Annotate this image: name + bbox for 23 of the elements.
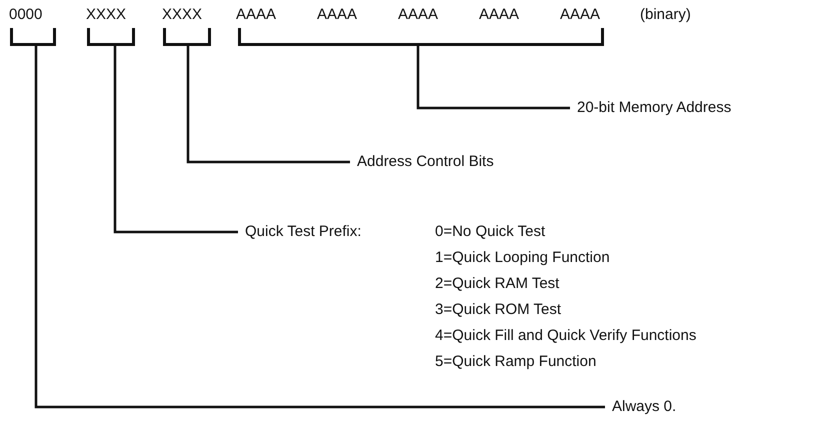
field-description: Always 0. <box>612 398 676 415</box>
bit-pattern: XXXX <box>162 6 202 24</box>
option-text: 4=Quick Fill and Quick Verify Functions <box>435 327 696 345</box>
field-description: Quick Test Prefix: <box>245 223 362 241</box>
field-description: 20-bit Memory Address <box>577 99 732 116</box>
bit-pattern: AAAA <box>560 6 600 24</box>
bit-pattern: XXXX <box>86 6 126 24</box>
leader-line <box>416 46 570 110</box>
option-text: 5=Quick Ramp Function <box>435 353 596 371</box>
leader-line <box>34 46 605 408</box>
bit-pattern: AAAA <box>236 6 276 24</box>
bit-pattern: AAAA <box>398 6 438 24</box>
option-text: 2=Quick RAM Test <box>435 275 560 293</box>
option-text: 3=Quick ROM Test <box>435 301 562 319</box>
bit-pattern: 0000 <box>9 6 42 24</box>
number-base-note: (binary) <box>640 6 691 24</box>
leader-line <box>114 46 238 234</box>
option-text: 0=No Quick Test <box>435 223 546 241</box>
option-text: 1=Quick Looping Function <box>435 249 610 267</box>
bit-pattern: AAAA <box>317 6 358 24</box>
leader-line <box>186 46 350 164</box>
field-description: Address Control Bits <box>357 153 494 170</box>
bit-pattern: AAAA <box>479 6 520 24</box>
